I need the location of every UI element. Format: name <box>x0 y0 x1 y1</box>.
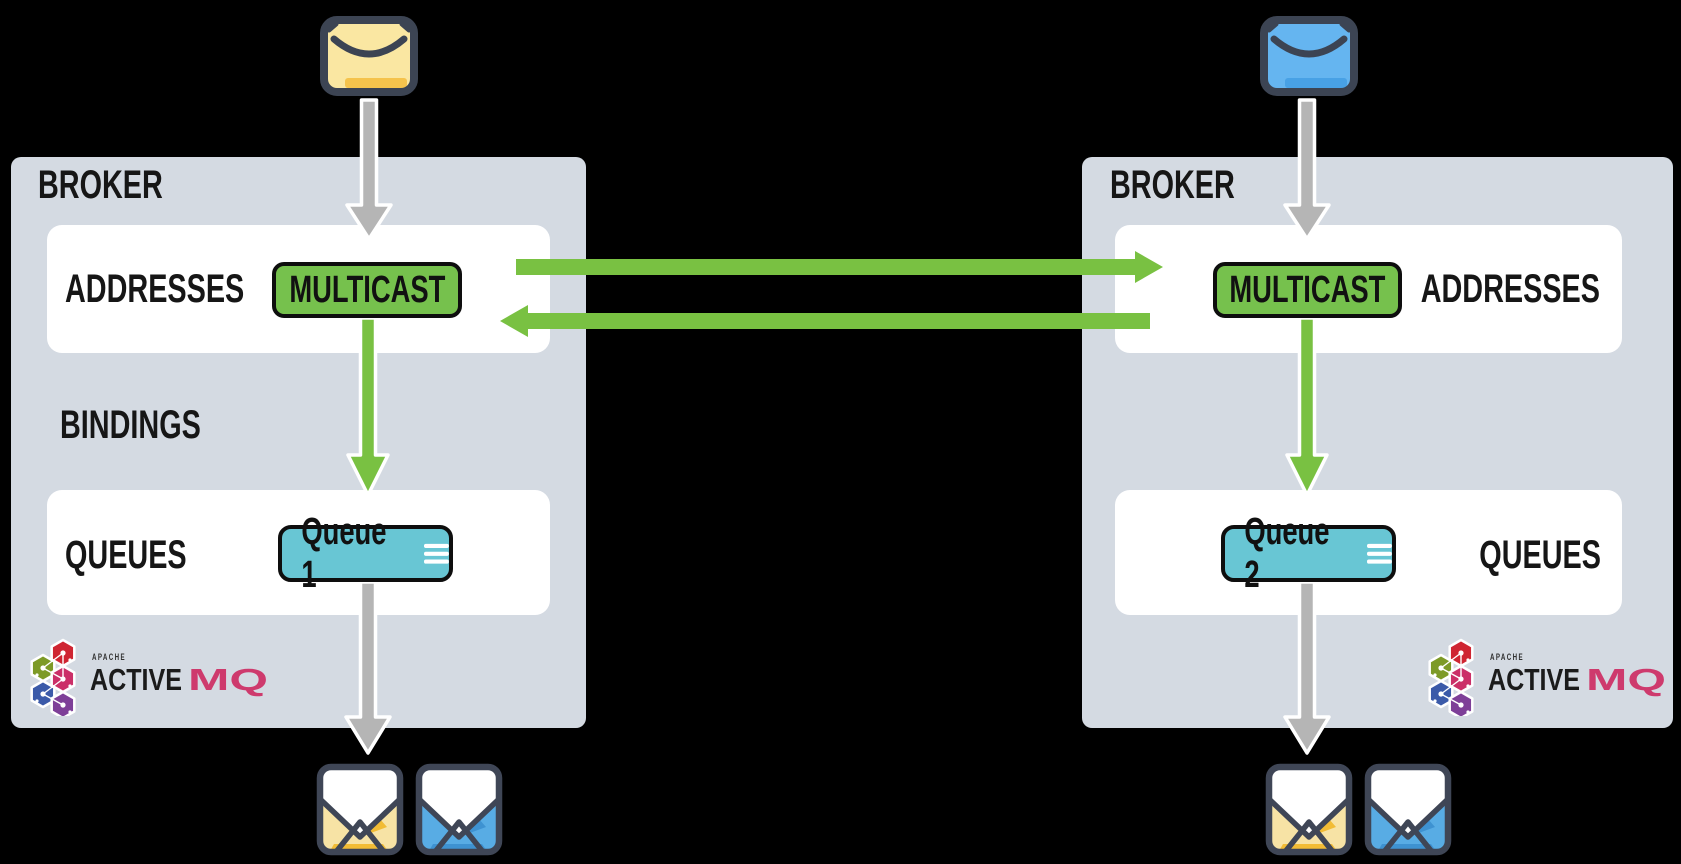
consumer-envelope-icon-blue-left <box>415 763 503 856</box>
broker-title-left: BROKER <box>38 165 211 205</box>
queues-label-right: QUEUES <box>1479 533 1601 577</box>
consumer-envelope-icon-yellow-right <box>1265 763 1353 856</box>
broker-title-left-text: BROKER <box>38 163 163 207</box>
federation-arrow-left-to-right <box>516 251 1163 283</box>
queue-badge-left: Queue 1 <box>278 511 453 596</box>
multicast-to-queue-arrow-right <box>1285 316 1329 497</box>
queue-badge-right: Queue 2 <box>1221 511 1396 596</box>
logo-apache-text: APACHE <box>92 652 126 662</box>
queue-to-consumer-arrow-right <box>1283 580 1331 755</box>
hexagon-cluster-icon <box>30 638 76 716</box>
addresses-label-right: ADDRESSES <box>1420 267 1600 311</box>
consumer-envelope-icon-yellow-left <box>316 763 404 856</box>
logo-mq-text: MQ <box>188 662 268 697</box>
logo-apache-text: APACHE <box>1490 652 1524 662</box>
multicast-to-queue-arrow-left <box>346 316 390 497</box>
producer-to-address-arrow-left <box>345 98 393 241</box>
logo-active-text: ACTIVE <box>90 662 182 697</box>
consumer-envelope-icon-blue-right <box>1364 763 1452 856</box>
logo-mq-text: MQ <box>1586 662 1666 697</box>
producer-envelope-icon-left <box>320 16 418 96</box>
queue-lines-icon <box>424 543 449 564</box>
queues-label-left: QUEUES <box>65 533 187 577</box>
addresses-label-left: ADDRESSES <box>65 267 245 311</box>
activemq-logo-right: APACHE ACTIVE MQ <box>1428 638 1666 716</box>
bindings-label-left: BINDINGS <box>60 403 201 447</box>
queue-to-consumer-arrow-left <box>344 580 392 755</box>
producer-envelope-icon-right <box>1260 16 1358 96</box>
logo-active-text: ACTIVE <box>1488 662 1580 697</box>
activemq-logo-left: APACHE ACTIVE MQ <box>30 638 268 716</box>
hexagon-cluster-icon <box>1428 638 1474 716</box>
federation-arrow-right-to-left <box>500 305 1150 337</box>
queue-lines-icon <box>1367 543 1392 564</box>
multicast-address-badge-left: MULTICAST <box>272 262 462 318</box>
multicast-address-badge-right: MULTICAST <box>1213 262 1402 318</box>
broker-title-right: BROKER <box>1110 163 1235 207</box>
producer-to-address-arrow-right <box>1283 98 1331 241</box>
